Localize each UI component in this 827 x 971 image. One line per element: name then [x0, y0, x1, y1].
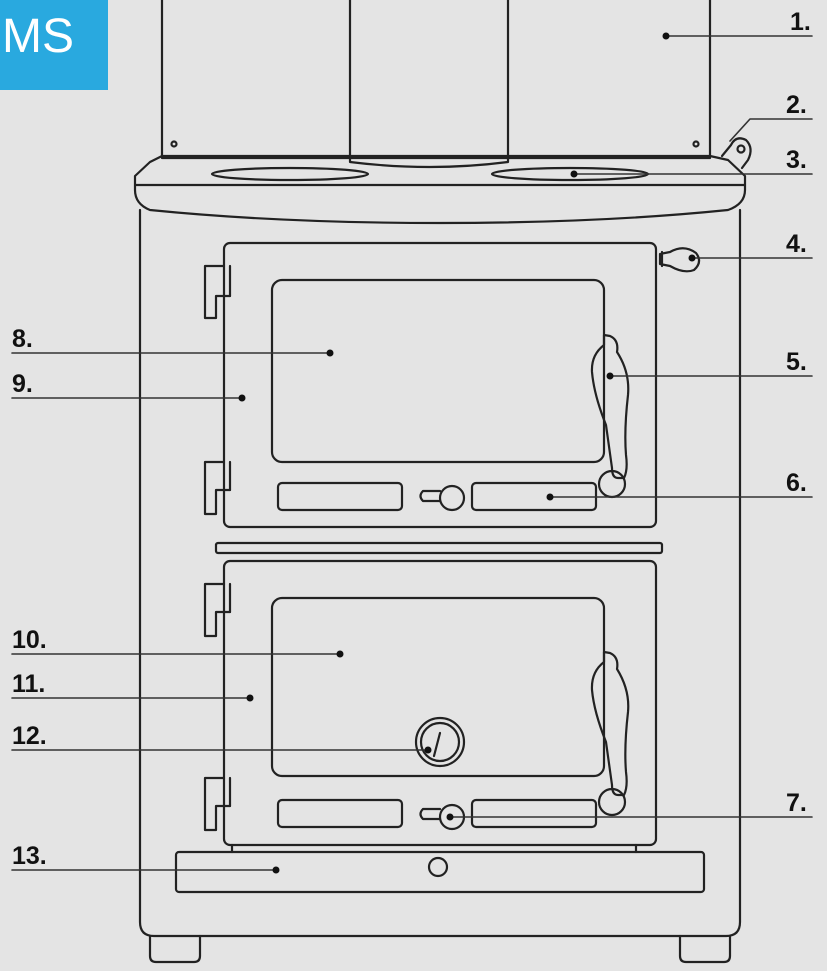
callout-13: 13.: [12, 842, 47, 870]
leader-lines: [11, 35, 813, 871]
thermometer-needle: [432, 731, 442, 758]
callout-11: 11.: [12, 670, 46, 698]
callout-1: 1.: [790, 8, 811, 36]
oven-thermostat: [658, 247, 701, 273]
stove-body: [138, 208, 742, 938]
upper-handle: [590, 333, 630, 480]
leader-2: [729, 118, 813, 142]
ash-pan-drawer: [174, 850, 706, 894]
leg-right: [678, 934, 732, 964]
callout-10: 10.: [12, 626, 47, 654]
callout-3: 3.: [786, 146, 807, 174]
callout-6: 6.: [786, 469, 807, 497]
upper-hinge-top: [203, 264, 232, 320]
upper-oven-door: [222, 241, 658, 529]
upper-hinge-bottom: [203, 460, 232, 516]
lower-oven-door: [222, 559, 658, 847]
lower-handle-ring: [597, 787, 627, 817]
callout-5: 5.: [786, 348, 807, 376]
callout-12: 12.: [12, 722, 47, 750]
upper-knob-stem: [419, 489, 442, 503]
door-rail: [214, 541, 664, 555]
upper-door-window: [270, 278, 606, 464]
splashback-screw-left: [170, 140, 178, 148]
leader-dots: [238, 32, 696, 874]
upper-knob: [438, 484, 466, 512]
lower-vent-left: [276, 798, 404, 829]
upper-vent-left: [276, 481, 404, 512]
lower-knob-stem: [419, 807, 442, 821]
drawer-knob: [427, 856, 449, 878]
lower-hinge-top: [203, 582, 232, 638]
oven-thermometer-inner: [419, 721, 461, 763]
callout-9: 9.: [12, 370, 33, 398]
lid-lifter: [720, 137, 752, 170]
flue-pipe: [348, 0, 510, 169]
lower-hinge-bottom: [203, 776, 232, 832]
lid-lifter-hole: [736, 144, 746, 154]
callout-8: 8.: [12, 325, 33, 353]
leg-left: [148, 934, 202, 964]
lower-door-window: [270, 596, 606, 778]
brand-logo: MS: [0, 0, 108, 90]
hotplate-left: [210, 166, 370, 182]
oven-thermometer: [414, 716, 466, 768]
callout-7: 7.: [786, 789, 807, 817]
hob-top: [133, 154, 747, 225]
splashback-screw-right: [692, 140, 700, 148]
callout-2: 2.: [786, 91, 807, 119]
lower-vent-right: [470, 798, 598, 829]
splashback: [160, 0, 712, 160]
callout-4: 4.: [786, 230, 807, 258]
lower-handle: [590, 650, 630, 797]
